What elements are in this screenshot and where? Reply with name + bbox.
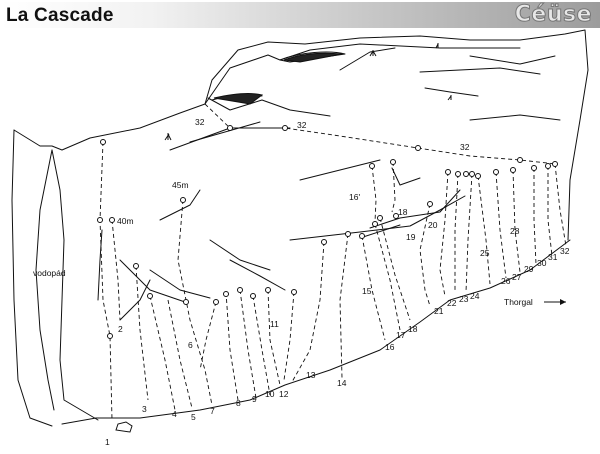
label-31: 31 — [548, 252, 558, 262]
area-logo: Céüse — [514, 2, 592, 28]
waterfall-left — [35, 149, 55, 411]
route-line-2 — [111, 219, 121, 321]
label-16: 16 — [385, 342, 395, 352]
label-13: 13 — [306, 370, 316, 380]
label-32c: 32 — [460, 142, 470, 152]
label-32b: 32 — [297, 120, 307, 130]
title-bar: La Cascade Céüse — [0, 2, 600, 28]
label-26: 26 — [501, 276, 511, 286]
left-base — [11, 129, 53, 427]
arrow-right-icon — [544, 299, 566, 305]
label-25: 25 — [480, 248, 490, 258]
label-11: 11 — [270, 319, 279, 329]
label-18a: 18 — [398, 207, 408, 217]
label-3: 3 — [142, 404, 147, 414]
label-29: 29 — [524, 264, 534, 274]
label-12: 12 — [279, 389, 289, 399]
label-2: 2 — [118, 324, 123, 334]
label-22: 22 — [447, 298, 457, 308]
label-4: 4 — [172, 409, 177, 419]
label-21: 21 — [434, 306, 444, 316]
label-32d: 32 — [560, 246, 570, 256]
boulder — [115, 421, 133, 433]
label-16prime: 16' — [349, 192, 360, 202]
label-thorgal: Thorgal — [504, 297, 533, 307]
label-28: 28 — [510, 226, 520, 236]
label-10: 10 — [265, 389, 275, 399]
label-8: 8 — [236, 398, 241, 408]
label-19: 19 — [406, 232, 416, 242]
label-17: 17 — [396, 330, 406, 340]
label-23: 23 — [459, 294, 469, 304]
label-20: 20 — [428, 220, 438, 230]
page-title: La Cascade — [6, 5, 114, 26]
cliff-outline — [13, 29, 589, 241]
label-9: 9 — [252, 394, 257, 404]
label-27: 27 — [512, 272, 522, 282]
label-24: 24 — [470, 291, 480, 301]
route-line-1 — [99, 141, 113, 421]
label-1: 1 — [105, 437, 110, 447]
label-7: 7 — [210, 406, 215, 416]
label-waterfall: vodopád — [33, 268, 66, 278]
label-18b: 18 — [408, 324, 418, 334]
waterfall-right — [51, 149, 99, 421]
label-45m: 45m — [172, 180, 189, 190]
label-6: 6 — [188, 340, 193, 350]
route-line-32-traverse — [204, 103, 557, 165]
label-30: 30 — [537, 258, 547, 268]
label-5: 5 — [191, 412, 196, 422]
header: La Cascade Céüse — [0, 0, 600, 33]
label-15: 15 — [362, 286, 372, 296]
label-40m: 40m — [117, 216, 134, 226]
ground-line — [61, 239, 571, 425]
label-32a: 32 — [195, 117, 205, 127]
label-14: 14 — [337, 378, 347, 388]
